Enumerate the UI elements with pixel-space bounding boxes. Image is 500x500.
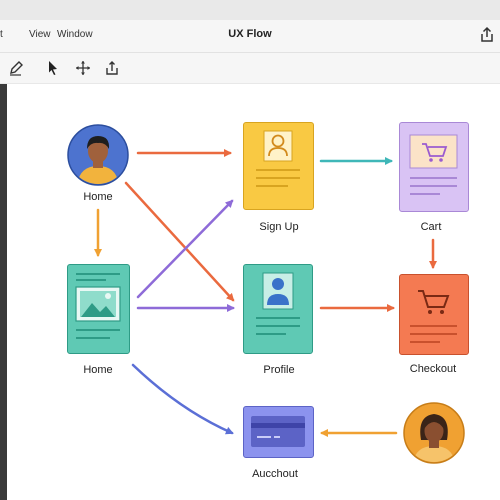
arrow-home-to-profile: [124, 181, 235, 302]
cart-card-art: [409, 134, 458, 195]
app-title: UX Flow: [228, 28, 272, 40]
cart-card[interactable]: [399, 122, 469, 212]
title-strip: [0, 0, 500, 20]
menu-item-window[interactable]: Window: [57, 29, 93, 40]
signup-card-art: [256, 130, 300, 187]
signup-card[interactable]: [243, 122, 314, 210]
pen-icon[interactable]: [7, 59, 25, 77]
credit-card-icon: [251, 416, 305, 447]
home-page-label: Home: [83, 364, 113, 376]
profile-card-art: [256, 272, 300, 335]
home-avatar-node[interactable]: [67, 124, 129, 186]
checkout-label: Checkout: [409, 363, 457, 375]
toolbar: [0, 53, 500, 84]
cart-label: Cart: [420, 221, 442, 233]
payment-card[interactable]: [243, 406, 314, 458]
menu-item-partial[interactable]: t: [0, 29, 3, 40]
arrow-homepage-to-payment: [131, 363, 234, 435]
menu-item-view[interactable]: View: [29, 29, 51, 40]
pointer-icon[interactable]: [44, 59, 62, 77]
share-icon[interactable]: [478, 26, 496, 44]
checkout-card-art: [410, 290, 457, 343]
payment-label: Aucchout: [252, 468, 298, 480]
home-page-card[interactable]: [67, 264, 130, 354]
arrow-homepage-to-signup: [136, 199, 234, 299]
move-icon[interactable]: [74, 59, 92, 77]
home-page-card-art: [75, 273, 121, 339]
profile-card[interactable]: [243, 264, 313, 354]
profile-label: Profile: [263, 364, 295, 376]
signup-label: Sign Up: [259, 221, 299, 233]
home-avatar-label: Home: [83, 191, 113, 203]
checkout-avatar-node[interactable]: [403, 402, 465, 464]
menu-bar: t View Window UX Flow: [0, 20, 500, 53]
export-icon[interactable]: [103, 59, 121, 77]
checkout-card[interactable]: [399, 274, 469, 355]
left-panel-edge: [0, 84, 7, 500]
